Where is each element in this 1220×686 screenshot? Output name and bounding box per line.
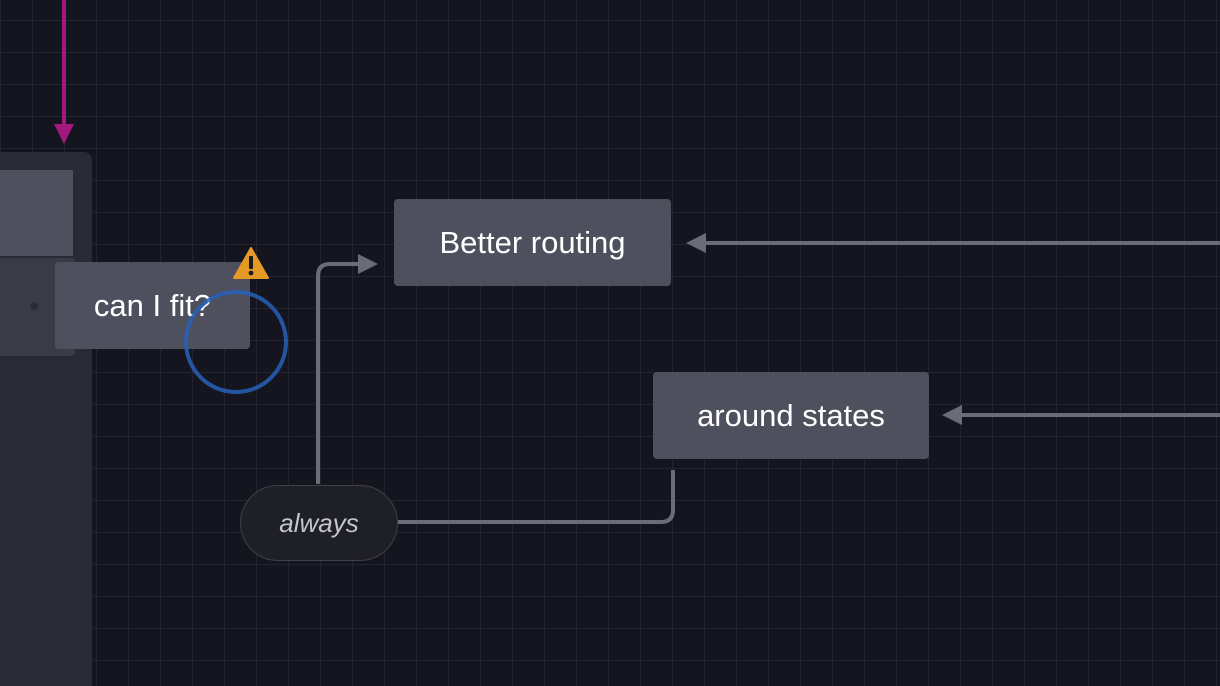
parent-child-dot <box>30 302 38 310</box>
focus-ring <box>184 290 288 394</box>
transition-always[interactable]: always <box>240 485 398 561</box>
parent-state-header[interactable] <box>0 168 75 258</box>
transition-label: always <box>279 507 359 538</box>
state-node-around-states[interactable]: around states <box>653 372 929 459</box>
edge-around-states-to-always[interactable] <box>398 470 675 524</box>
warning-icon[interactable] <box>232 246 270 280</box>
edge-always-to-better-routing[interactable] <box>316 254 378 484</box>
state-label: Better routing <box>439 224 626 260</box>
state-label: around states <box>697 397 885 433</box>
state-node-better-routing[interactable]: Better routing <box>394 199 671 286</box>
